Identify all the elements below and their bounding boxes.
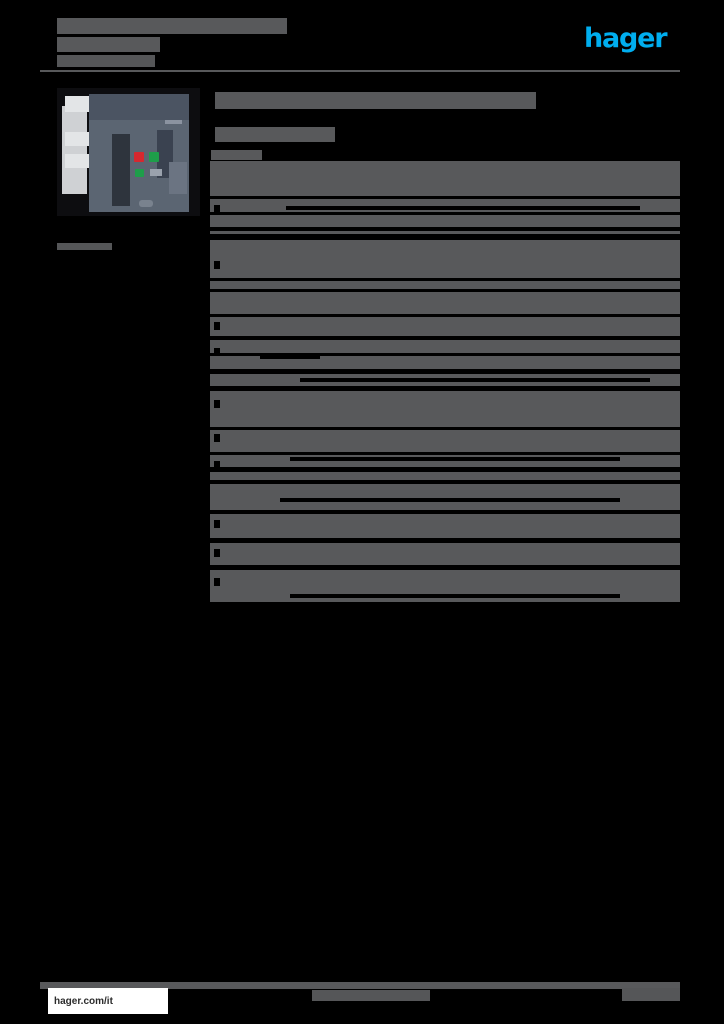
product-caption: [57, 243, 112, 250]
product-arc-chute: [112, 134, 130, 206]
hager-logo-text: hager: [584, 23, 668, 54]
product-handle: [139, 200, 153, 207]
product-terminal-left-3: [65, 132, 91, 146]
hager-logo: hager: [584, 24, 679, 54]
product-terminal-left: [62, 106, 87, 194]
header-title-line-1: [57, 18, 287, 34]
footer-center-text: [312, 990, 430, 1001]
main-heading: [215, 92, 536, 109]
product-display-panel: [169, 162, 187, 194]
product-terminal-left-4: [65, 154, 91, 168]
table-row: [210, 292, 680, 314]
table-row: [210, 514, 680, 538]
footer-url-link[interactable]: hager.com/it: [48, 988, 168, 1014]
footer-page-number: [622, 988, 680, 1001]
product-push-button-off: [134, 152, 144, 162]
main-subheading: [215, 127, 335, 142]
product-photo: [57, 88, 200, 216]
footer-divider: [40, 982, 680, 989]
table-row: [210, 240, 680, 278]
table-row: [210, 161, 680, 196]
header-divider: [40, 70, 680, 72]
table-row: [210, 484, 680, 510]
table-row: [210, 356, 680, 369]
table-row: [210, 430, 680, 452]
product-push-button-on: [149, 152, 159, 162]
footer-url-text: hager.com/it: [54, 995, 113, 1007]
product-brand-mark: [165, 120, 182, 124]
table-row: [210, 472, 680, 480]
product-label-plate: [150, 169, 162, 176]
header-title-line-2: [57, 37, 160, 52]
table-row: [210, 317, 680, 336]
table-row: [210, 391, 680, 427]
section-label: [211, 150, 262, 160]
header-subtitle: [57, 55, 155, 67]
product-terminal-left-2: [65, 96, 95, 112]
product-push-button-reset: [135, 169, 144, 177]
table-row: [210, 215, 680, 227]
table-row: [210, 281, 680, 289]
product-body-top: [89, 94, 189, 120]
table-row: [210, 340, 680, 353]
table-row: [210, 543, 680, 565]
page-header: hager: [0, 0, 724, 80]
table-row: [210, 231, 680, 234]
